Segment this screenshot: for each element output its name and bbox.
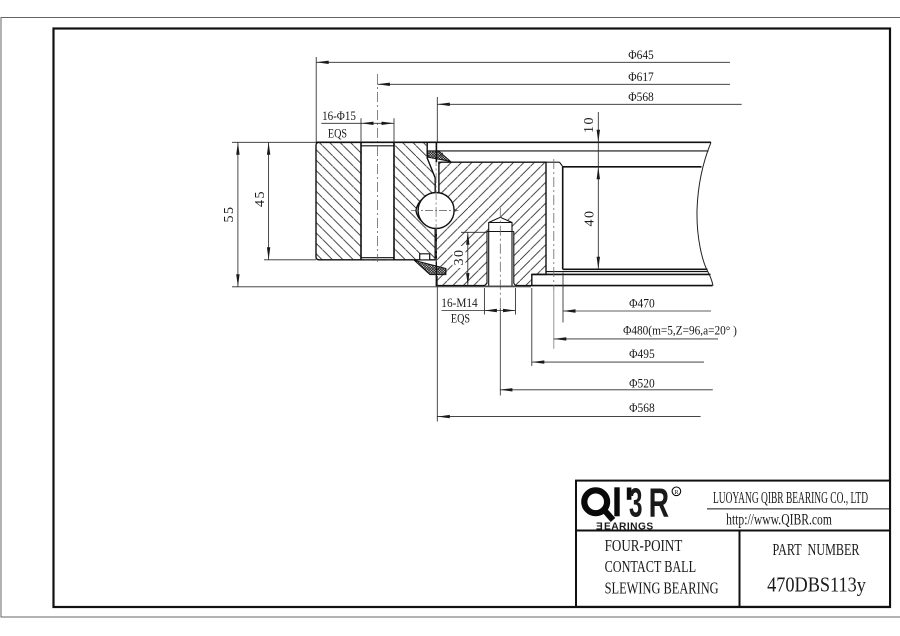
svg-text:30: 30	[452, 249, 467, 266]
svg-text:Φ645: Φ645	[628, 47, 654, 62]
svg-text:470DBS113y: 470DBS113y	[767, 573, 866, 597]
svg-text:55: 55	[222, 206, 237, 223]
svg-text:16-Φ15: 16-Φ15	[322, 108, 356, 123]
svg-text:40: 40	[583, 210, 598, 227]
svg-text:Φ520: Φ520	[629, 376, 655, 391]
svg-text:Φ568: Φ568	[628, 89, 654, 104]
svg-text:E: E	[596, 522, 603, 533]
svg-text:10: 10	[582, 116, 597, 133]
svg-text:16-M14: 16-M14	[441, 295, 477, 310]
svg-text:FOUR-POINT: FOUR-POINT	[605, 537, 683, 556]
svg-text:Φ495: Φ495	[629, 347, 655, 362]
svg-text:EQS: EQS	[328, 126, 347, 140]
svg-text:Φ480(m=5,Z=96,a=20° ): Φ480(m=5,Z=96,a=20° )	[623, 323, 737, 338]
svg-text:R: R	[649, 480, 669, 525]
svg-text:Φ617: Φ617	[628, 69, 654, 84]
svg-text:Φ470: Φ470	[629, 296, 655, 311]
svg-text:SLEWING BEARING: SLEWING BEARING	[605, 580, 719, 598]
svg-text:R: R	[674, 489, 679, 496]
svg-text:PART NUMBER: PART NUMBER	[773, 541, 860, 559]
svg-text:CONTACT BALL: CONTACT BALL	[605, 558, 697, 576]
svg-text:Φ568: Φ568	[629, 401, 655, 416]
svg-text:EARINGS: EARINGS	[604, 522, 654, 533]
svg-text:3: 3	[629, 481, 643, 526]
svg-text:45: 45	[253, 190, 268, 207]
svg-text:http://www.QIBR.com: http://www.QIBR.com	[726, 512, 832, 529]
svg-text:EQS: EQS	[451, 311, 470, 325]
svg-text:LUOYANG QIBR BEARING CO., LTD: LUOYANG QIBR BEARING CO., LTD	[713, 488, 868, 507]
